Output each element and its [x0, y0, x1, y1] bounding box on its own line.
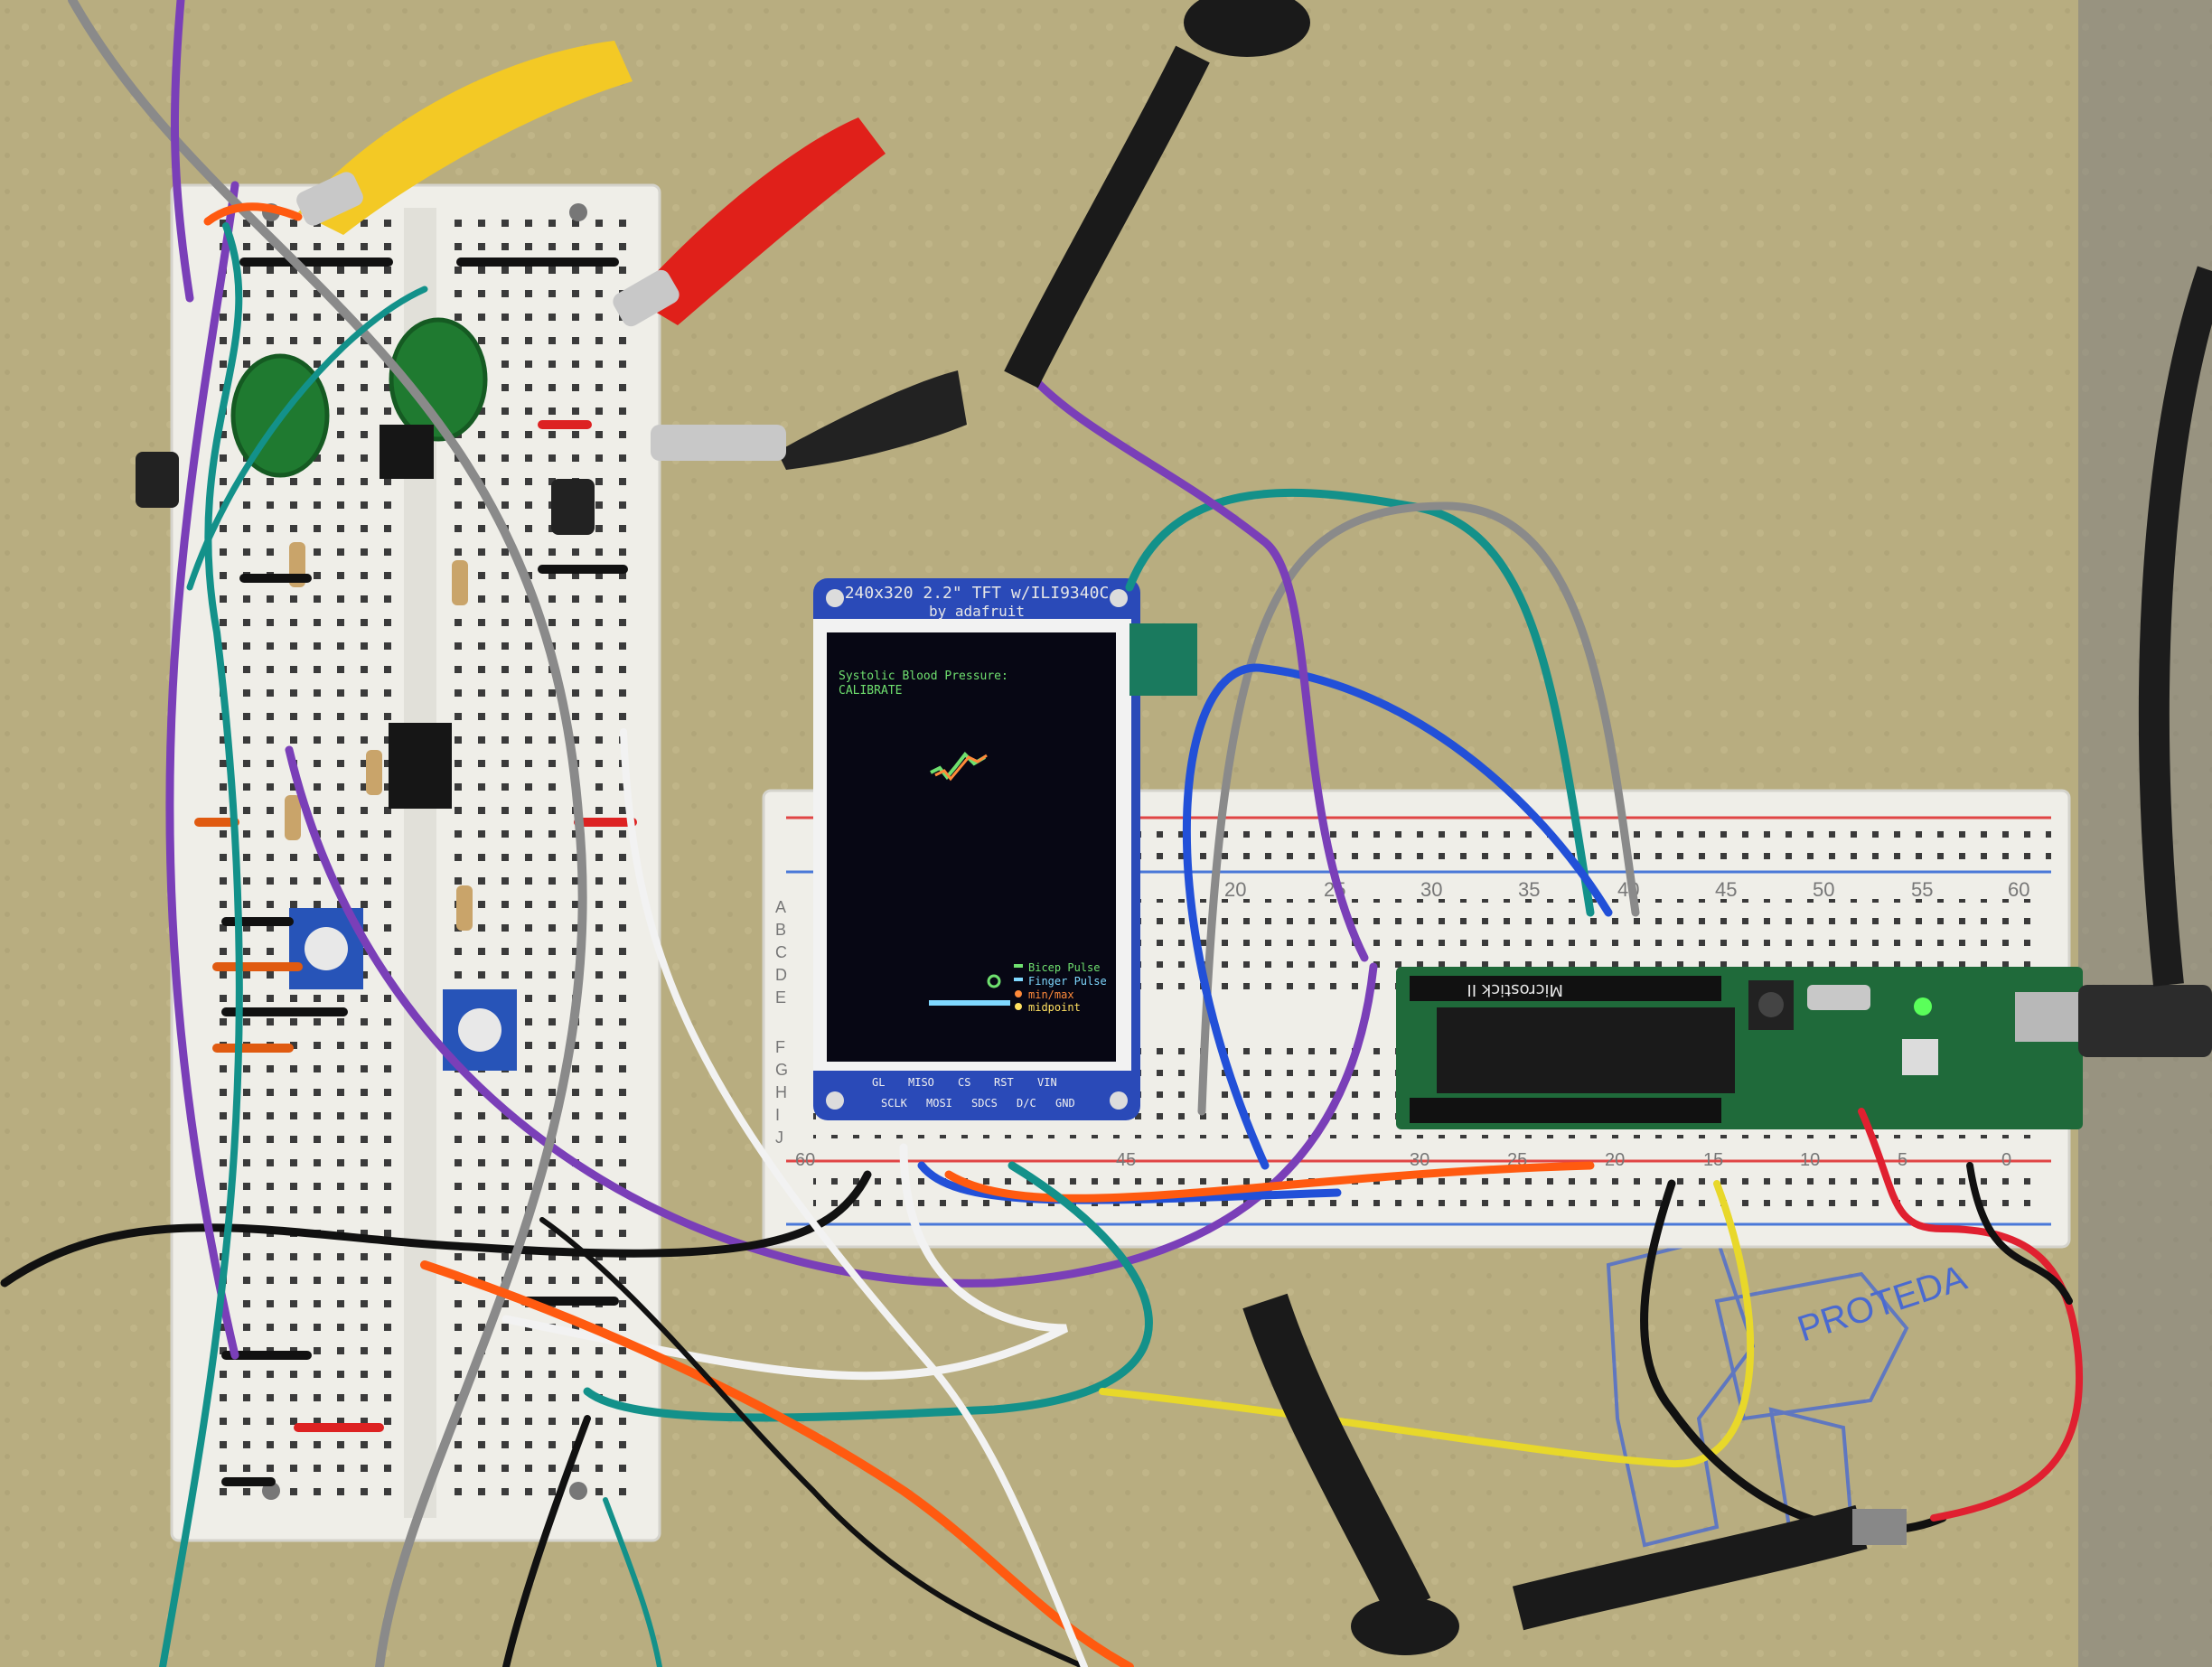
lcd-heading: Systolic Blood Pressure:	[839, 670, 1008, 683]
breadboard-row-letters: A B C D E F G H I J	[775, 898, 788, 1147]
svg-text:0: 0	[2001, 1150, 2011, 1170]
tft-pin-labels-top: GL MISO CS RST VIN	[872, 1076, 1057, 1089]
svg-text:I: I	[775, 1106, 780, 1124]
svg-text:B: B	[775, 921, 786, 939]
pulse-waveform-bicep	[930, 751, 987, 781]
electrolytic-capacitor	[136, 452, 179, 508]
svg-text:20: 20	[1605, 1150, 1625, 1170]
svg-text:E: E	[775, 988, 786, 1007]
op-amp-chip	[380, 425, 434, 479]
microcontroller-board	[1396, 967, 2083, 1129]
svg-text:45: 45	[1715, 878, 1737, 901]
tft-display-module	[813, 578, 1197, 1120]
microcontroller-label: Microstick II	[1467, 980, 1563, 999]
svg-text:J: J	[775, 1129, 783, 1147]
svg-text:60: 60	[795, 1150, 815, 1170]
alligator-clip-black	[651, 370, 967, 470]
alligator-clip-red	[613, 117, 886, 327]
svg-text:D/C: D/C	[1017, 1097, 1036, 1110]
svg-text:C: C	[775, 943, 787, 961]
svg-text:MISO: MISO	[908, 1076, 934, 1089]
svg-text:D: D	[775, 966, 787, 984]
svg-text:10: 10	[1800, 1150, 1820, 1170]
svg-text:50: 50	[1813, 878, 1834, 901]
svg-text:MOSI: MOSI	[926, 1097, 952, 1110]
legend-item: Finger Pulse	[1028, 975, 1107, 988]
breadboard-bottom-numbers: 60 45 30 25 20 15 10 5 0	[795, 1150, 2011, 1170]
svg-text:15: 15	[1703, 1150, 1723, 1170]
svg-text:SCLK: SCLK	[881, 1097, 908, 1110]
svg-text:RST: RST	[994, 1076, 1014, 1089]
electrolytic-capacitor	[551, 479, 595, 535]
svg-text:GL: GL	[872, 1076, 885, 1089]
svg-text:60: 60	[2008, 878, 2029, 901]
usb-cable	[2078, 266, 2212, 1057]
svg-text:20: 20	[1224, 878, 1246, 901]
left-jumpers	[194, 258, 637, 1486]
svg-text:H: H	[775, 1083, 787, 1101]
legend-item: min/max	[1028, 988, 1074, 1001]
svg-text:30: 30	[1420, 878, 1442, 901]
svg-text:CS: CS	[958, 1076, 970, 1089]
lcd-legend: Bicep Pulse Finger Pulse min/max midpoin…	[1014, 961, 1107, 1014]
pulse-waveform-finger	[934, 754, 988, 782]
svg-text:G: G	[775, 1061, 788, 1079]
svg-text:30: 30	[1410, 1150, 1429, 1170]
legend-item: midpoint	[1028, 1001, 1081, 1014]
svg-text:35: 35	[1518, 878, 1540, 901]
tft-pin-labels-bottom: SCLK MOSI SDCS D/C GND	[881, 1097, 1075, 1110]
svg-text:55: 55	[1911, 878, 1933, 901]
svg-text:5: 5	[1898, 1150, 1907, 1170]
svg-text:F: F	[775, 1038, 785, 1056]
scope-probe-bottom	[1242, 1293, 1459, 1655]
tft-board-credit: by adafruit	[929, 603, 1025, 620]
legend-item: Bicep Pulse	[1028, 961, 1100, 974]
scope-probe-right	[1512, 1504, 1907, 1631]
svg-text:GND: GND	[1055, 1097, 1075, 1110]
svg-text:SDCS: SDCS	[971, 1097, 998, 1110]
svg-text:A: A	[775, 898, 786, 916]
alligator-clip-yellow	[296, 41, 633, 235]
tft-board-title: 240x320 2.2" TFT w/ILI9340C	[845, 584, 1110, 603]
lcd-heading-value: CALIBRATE	[839, 684, 902, 698]
scope-probe-top	[1004, 0, 1310, 389]
op-amp-chip	[389, 723, 452, 809]
svg-text:45: 45	[1116, 1150, 1136, 1170]
svg-text:VIN: VIN	[1037, 1076, 1057, 1089]
pulse-marker	[987, 974, 1001, 988]
